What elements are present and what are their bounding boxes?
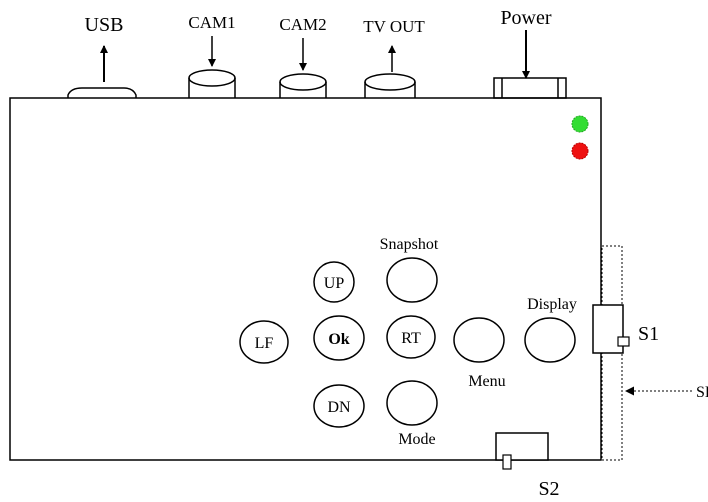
green-led xyxy=(571,115,589,133)
ok-button-label: Ok xyxy=(328,331,349,348)
usb-port xyxy=(67,87,137,98)
s2-switch-knob[interactable] xyxy=(502,454,512,470)
snapshot-label: Snapshot xyxy=(380,236,439,253)
s1-switch-knob[interactable] xyxy=(617,336,630,347)
dn-button-label: DN xyxy=(327,399,351,416)
mode-button[interactable] xyxy=(386,380,438,426)
s2-label: S2 xyxy=(538,478,559,500)
display-button[interactable] xyxy=(524,317,576,363)
tv-out-port xyxy=(364,73,416,98)
cam2-label: CAM2 xyxy=(279,15,326,34)
rt-button-label: RT xyxy=(401,330,421,347)
device-body xyxy=(9,97,602,461)
menu-label: Menu xyxy=(468,373,505,390)
power-label: Power xyxy=(500,7,551,29)
power-port xyxy=(493,77,567,99)
cam1-label: CAM1 xyxy=(188,13,235,32)
up-button-label: UP xyxy=(324,275,345,292)
s1-switch[interactable] xyxy=(592,304,624,354)
red-led xyxy=(571,142,589,160)
lf-button[interactable] xyxy=(239,320,289,364)
tv-out-label: TV OUT xyxy=(363,17,425,36)
cam2-port xyxy=(279,73,327,98)
mode-label: Mode xyxy=(398,431,435,448)
rt-button[interactable] xyxy=(386,315,436,359)
menu-button[interactable] xyxy=(453,317,505,363)
lf-button-label: LF xyxy=(255,335,274,352)
sd-label: SD xyxy=(696,384,708,401)
dn-button[interactable] xyxy=(313,384,365,428)
up-button[interactable] xyxy=(313,261,355,303)
cam1-port xyxy=(188,69,236,98)
usb-label: USB xyxy=(85,14,124,36)
snapshot-button[interactable] xyxy=(386,257,438,303)
ok-button[interactable] xyxy=(313,315,365,361)
s1-label: S1 xyxy=(638,323,659,345)
display-label: Display xyxy=(527,296,577,313)
